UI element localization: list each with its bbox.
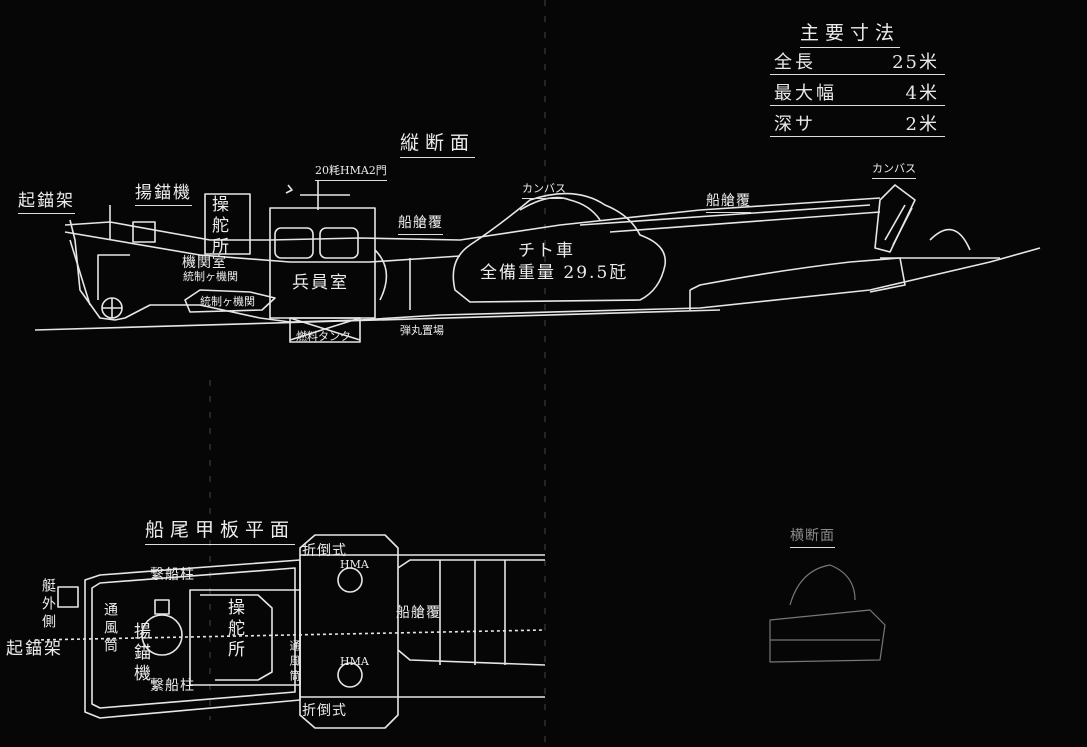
label-anchor-davit: 起錨架 [18,186,75,214]
spec-label: 最大幅 [774,83,837,104]
label-tank-weight: 全備重量 29.5瓩 [480,263,629,283]
label-engine-detail: 統制ヶ機関 [200,295,255,308]
label-bollard-top: 繋船柱 [150,567,195,583]
label-wheelhouse: 操舵所 [208,195,228,258]
label-folding-bottom: 折倒式 [302,703,347,719]
label-gun-top: HMA [340,558,369,571]
cross-section-title: 横断面 [790,525,835,548]
hull-profile [64,180,1041,343]
label-vent: 通風筒 [102,602,118,656]
label-canvas-tank: カンバス [522,180,566,199]
label-stern-anchor-davit: 起錨架 [6,639,63,659]
label-vent2: 通風筒 [288,640,301,685]
label-engine-room: 機関室 [182,255,227,271]
label-canvas-ramp: カンバス [872,160,916,179]
cross-section-drawing [769,564,886,663]
label-gun: 20粍HMA2門 [315,162,387,181]
label-hold-cover: 船艙覆 [706,190,751,213]
label-folding-top: 折倒式 [302,543,347,559]
spec-row-beam: 最大幅 4米 [770,75,945,106]
label-troop-room: 兵員室 [292,273,349,293]
label-hold: 船艙覆 [396,605,441,621]
label-outboard: 艇外側 [40,578,56,632]
spec-row-length: 全長 25米 [770,44,945,75]
baseline [34,309,721,331]
label-stern-windlass: 揚錨機 [130,622,150,685]
label-bollard-bottom: 繋船柱 [150,678,195,694]
tank-outline [452,192,667,303]
label-ammo: 弾丸置場 [400,324,444,337]
spec-value: 25米 [892,52,939,73]
spec-label: 全長 [774,52,816,73]
stern-deck-plan [34,534,546,729]
label-tank-name: チト車 [518,241,575,261]
spec-table-title: 主要寸法 [800,18,901,48]
label-windlass: 揚錨機 [135,178,192,206]
profile-title: 縦断面 [400,128,476,158]
label-gun-bottom: HMA [340,655,369,668]
label-stern-wheelhouse: 操舵所 [224,598,244,661]
spec-label: 深サ [774,114,816,135]
label-fuel-tank: 燃料タンク [296,330,351,343]
label-hold-cover-left: 船艙覆 [398,212,443,235]
spec-value: 2米 [905,114,939,135]
spec-row-depth: 深サ 2米 [770,106,945,137]
stern-plan-title: 船尾甲板平面 [145,515,296,545]
label-engine-type: 統制ヶ機関 [183,270,238,283]
spec-value: 4米 [905,83,939,104]
